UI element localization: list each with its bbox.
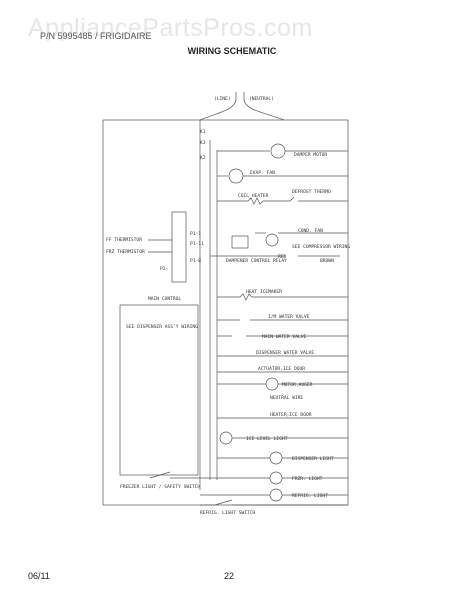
schematic-frame [102, 119, 349, 506]
auger-motor-symbol [265, 377, 279, 391]
p1-11-label: P1-11 [190, 241, 204, 247]
line-label: (LINE) [214, 96, 231, 102]
supply-leads [199, 99, 285, 121]
refrig-light-symbol [269, 488, 283, 502]
neutral-label: (NEUTRAL) [249, 96, 274, 102]
p2-label: P2- [160, 266, 168, 272]
k2-label: K2 [200, 155, 206, 161]
ice-level-light-symbol [219, 431, 233, 445]
neutral-wire-label: NEUTRAL WIRE [270, 395, 303, 401]
heat-icemaker-label: HEAT ICEMAKER [246, 289, 282, 295]
coil-heater-label: COIL HEATER [238, 193, 269, 199]
red-wire-label: RED [278, 254, 287, 260]
coil-heater-circuit [217, 196, 348, 205]
watermark: AppliancePartsPros.com [28, 14, 313, 42]
relay-label: DAMPENER CONTROL RELAY [226, 258, 287, 264]
motor-auger-label: MOTOR,AUGER [282, 382, 313, 388]
footer-date: 06/11 [28, 571, 50, 581]
brown-wire-label: BROWN [320, 258, 334, 264]
footer-page-number: 22 [224, 571, 235, 581]
ff-thermistor-label: FF THERMISTOR [106, 237, 142, 243]
k3-label: K3 [200, 140, 206, 146]
dispenser-wiring-label: SEE DISPENSER ASS'Y WIRING [126, 324, 198, 330]
control-bus [209, 140, 218, 480]
thermistor-leads [148, 239, 172, 253]
refrig-switch-symbol [200, 499, 348, 506]
dispenser-water-valve-label: DISPENSER WATER VALVE [256, 350, 314, 356]
plug-prongs [235, 92, 245, 100]
relay-symbol [231, 235, 249, 249]
dispenser-box [119, 304, 199, 476]
heater-ice-door-label: HEATER,ICE DOOR [270, 412, 312, 418]
damper-motor-label: DAMPER MOTOR [294, 152, 327, 158]
control-connector [171, 211, 187, 283]
ice-level-light-label: ICE LEVEL LIGHT [246, 436, 288, 442]
dispenser-light-label: DISPENSER LIGHT [292, 456, 334, 462]
defrost-thermo-label: DEFROST THERMO [292, 189, 331, 195]
frzr-light-label: FRZR. LIGHT [292, 476, 323, 482]
damper-motor-symbol [270, 143, 286, 159]
evap-fan-symbol [228, 168, 244, 184]
freezer-switch-symbol [149, 471, 200, 479]
cond-fan-symbol [265, 233, 279, 247]
p1-8-label: P1-8 [190, 258, 201, 264]
frz-thermistor-label: FRZ THERMISTOR [106, 249, 145, 255]
k1-label: K1 [200, 129, 206, 135]
dispenser-light-symbol [269, 451, 283, 465]
freezer-switch-label: FREEZER LIGHT / SAFETY SWITCH [120, 484, 200, 490]
actuator-ice-door-label: ACTUATOR,ICE DOOR [258, 366, 305, 372]
main-water-valve-label: MAIN WATER VALVE [262, 334, 306, 340]
refrig-switch-label: REFRIG. LIGHT SWITCH [200, 510, 256, 516]
cond-fan-label: COND. FAN [298, 228, 323, 234]
main-control-label: MAIN CONTROL [148, 296, 181, 302]
refrig-light-label: REFRIG. LIGHT [292, 493, 328, 499]
frzr-light-symbol [269, 471, 283, 485]
evap-fan-label: EVAP. FAN [250, 170, 275, 176]
p1-1-label: P1-1 [190, 231, 201, 237]
im-water-valve-label: I/M WATER VALVE [268, 314, 310, 320]
page-title: WIRING SCHEMATIC [187, 46, 277, 56]
compressor-wiring-label: SEE COMPRESSOR WIRING [292, 244, 350, 250]
header-subtitle: P/N 5995485 / FRIGIDAIRE [40, 31, 152, 41]
icemaker-wire [217, 293, 348, 301]
